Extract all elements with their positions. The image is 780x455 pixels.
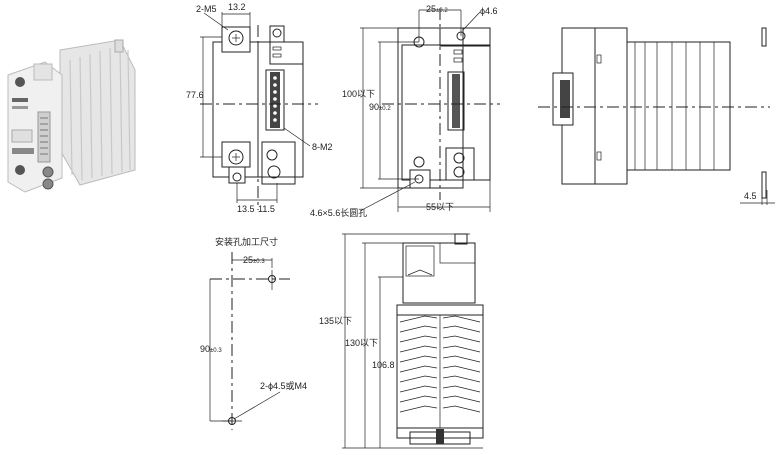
mounting-spacing-label: 90±0.3 [200, 344, 222, 354]
rear-hole-spacing-label: 90±0.2 [369, 102, 391, 112]
heatsink-body-label: 130以下 [345, 338, 378, 348]
front-view [200, 12, 318, 210]
mounting-pitch-label: 25±0.3 [243, 255, 265, 265]
front-terminals-label: 8-M2 [312, 142, 333, 152]
front-bottom-right-label: 11.5 [258, 204, 275, 214]
front-screws-label: 2-M5 [196, 4, 217, 14]
mounting-holes-drawing [209, 252, 290, 430]
product-photo [7, 39, 136, 193]
heatsink-fin-label: 106.8 [372, 360, 395, 370]
heatsink-view [342, 233, 484, 449]
rear-view [359, 8, 500, 212]
mounting-holes-label: 2-ϕ4.5或M4 [260, 380, 307, 391]
mounting-title: 安装孔加工尺寸 [215, 236, 278, 247]
rear-height-label: 100以下 [342, 89, 375, 99]
front-top-width-label: 13.2 [228, 2, 246, 12]
side-view [538, 27, 775, 205]
front-height-label: 77.6 [186, 90, 204, 100]
rear-width-label: 55以下 [426, 202, 454, 212]
rear-slot-label: 4.6×5.6长圆孔 [310, 207, 367, 218]
front-bottom-left-label: 13.5 [237, 204, 255, 214]
heatsink-total-label: 135以下 [319, 316, 352, 326]
rear-hole-label: ϕ4.6 [480, 6, 498, 16]
side-depth-label: 4.5 [744, 191, 757, 201]
rear-pitch-label: 25±0.2 [426, 4, 448, 14]
